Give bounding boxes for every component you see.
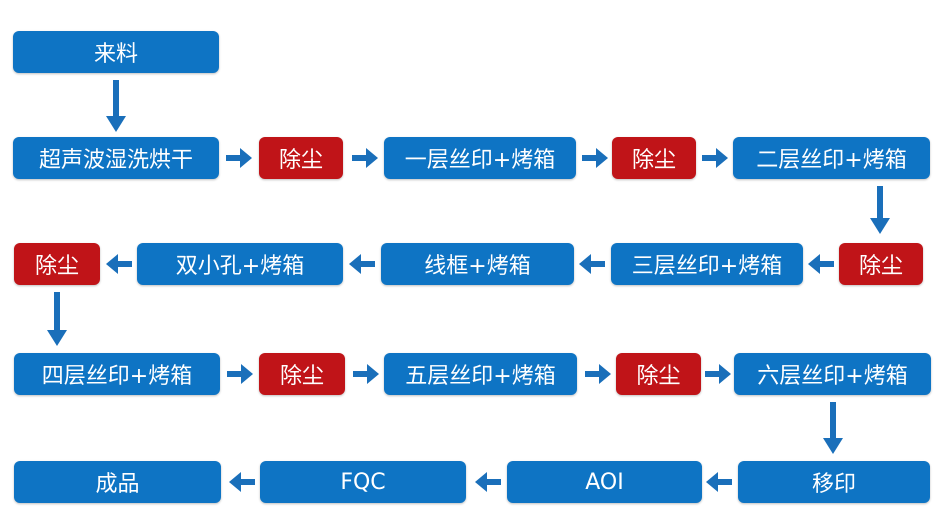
step-print-layer-2: 二层丝印+烤箱 — [733, 137, 930, 179]
step-dust-removal: 除尘 — [839, 243, 923, 285]
step-ultrasonic-wash-dry: 超声波湿洗烘干 — [13, 137, 219, 179]
step-incoming-material: 来料 — [13, 31, 219, 73]
arrow-left-icon — [474, 468, 502, 496]
step-dust-removal: 除尘 — [612, 137, 696, 179]
step-fqc: FQC — [260, 461, 466, 503]
step-print-layer-4: 四层丝印+烤箱 — [14, 353, 220, 395]
arrow-left-icon — [228, 468, 256, 496]
arrow-right-icon — [352, 360, 380, 388]
arrow-left-icon — [348, 250, 376, 278]
step-dust-removal: 除尘 — [14, 243, 100, 285]
arrow-down-icon — [870, 186, 890, 234]
step-print-layer-5: 五层丝印+烤箱 — [384, 353, 577, 395]
step-dust-removal: 除尘 — [616, 353, 701, 395]
step-dust-removal: 除尘 — [259, 137, 343, 179]
arrow-down-icon — [106, 80, 126, 132]
step-print-layer-6: 六层丝印+烤箱 — [734, 353, 931, 395]
arrow-down-icon — [823, 402, 843, 454]
arrow-right-icon — [226, 360, 254, 388]
arrow-left-icon — [578, 250, 606, 278]
arrow-right-icon — [584, 360, 612, 388]
step-print-layer-1: 一层丝印+烤箱 — [384, 137, 576, 179]
step-wire-frame: 线框+烤箱 — [381, 243, 574, 285]
step-pad-printing: 移印 — [738, 461, 930, 503]
arrow-right-icon — [351, 144, 379, 172]
arrow-right-icon — [701, 144, 729, 172]
arrow-left-icon — [705, 468, 733, 496]
step-dust-removal: 除尘 — [259, 353, 345, 395]
arrow-left-icon — [807, 250, 835, 278]
arrow-down-icon — [47, 292, 67, 346]
arrow-left-icon — [105, 250, 133, 278]
step-print-layer-3: 三层丝印+烤箱 — [611, 243, 803, 285]
arrow-right-icon — [225, 144, 253, 172]
step-aoi: AOI — [507, 461, 702, 503]
step-finished-product: 成品 — [14, 461, 221, 503]
step-double-small-hole: 双小孔+烤箱 — [137, 243, 343, 285]
arrow-right-icon — [704, 360, 732, 388]
arrow-right-icon — [581, 144, 609, 172]
